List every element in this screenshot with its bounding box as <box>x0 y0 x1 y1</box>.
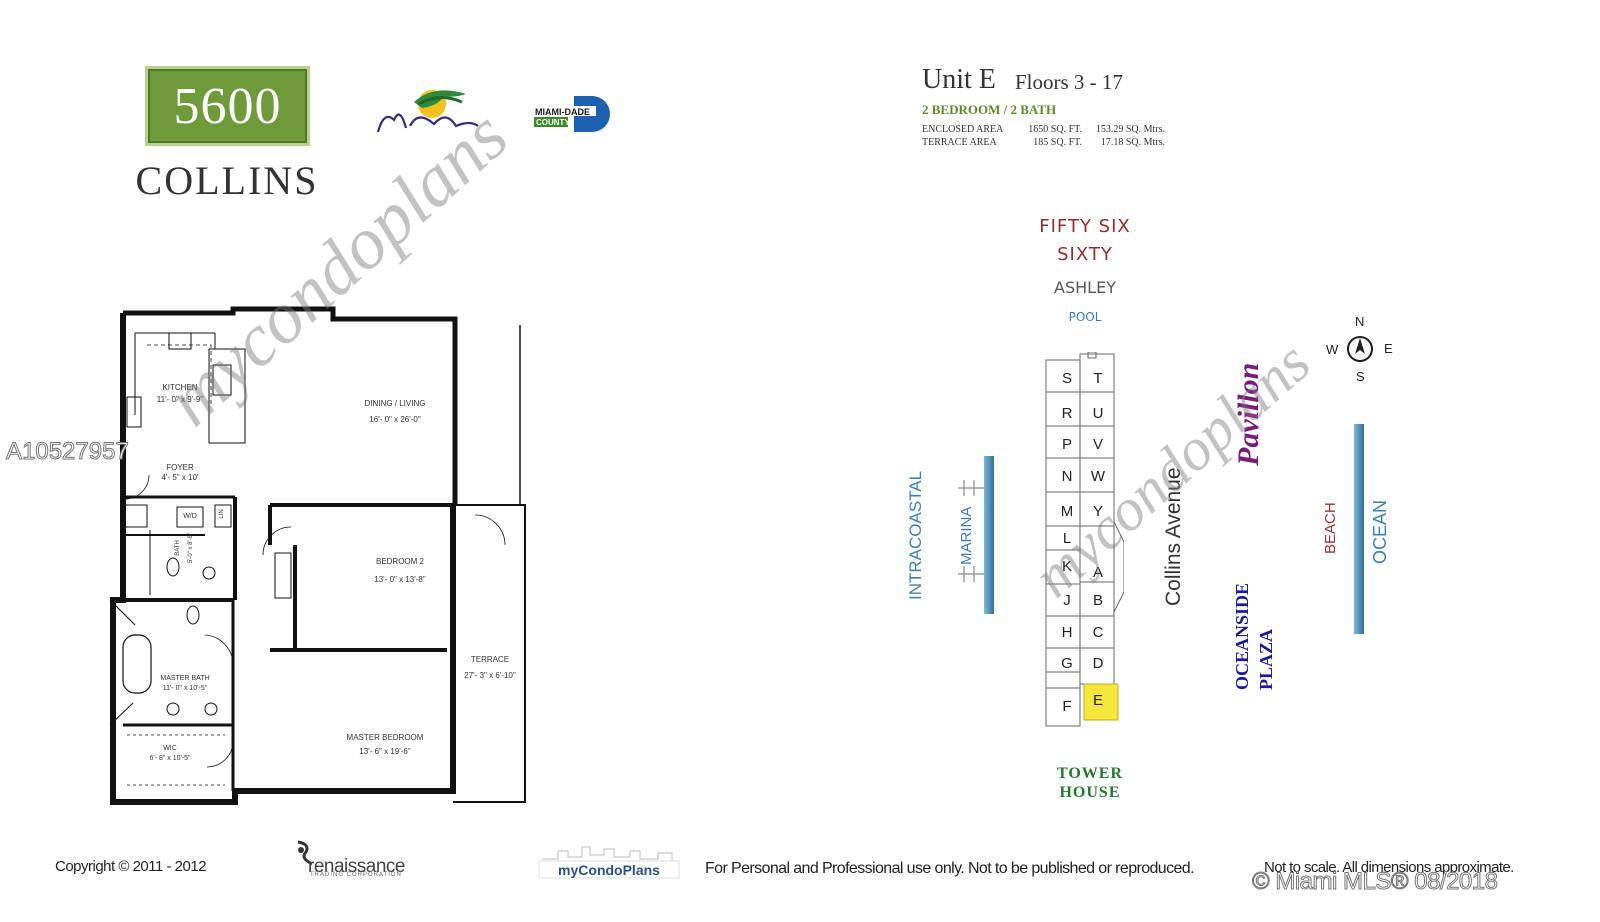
tower-unit-y: Y <box>1092 503 1103 520</box>
tower-site-plan <box>1044 352 1124 732</box>
kitchen-label: KITCHEN <box>162 383 198 392</box>
terrace-dim: 27'- 3" x 6'-10" <box>464 671 516 680</box>
tower-unit-j: J <box>1063 592 1071 609</box>
pavillon-label: Pavillon <box>1232 362 1265 466</box>
logo-number: 5600 <box>173 77 282 135</box>
tower-unit-a: A <box>1092 564 1103 581</box>
tower-unit-k: K <box>1061 558 1072 575</box>
miami-dade-top: MIAMI-DADE <box>535 107 590 117</box>
wic-dim: 6'- 8" x 10'-5" <box>149 755 191 762</box>
beach-label: BEACH <box>1322 502 1339 554</box>
tower-unit-e: E <box>1092 692 1103 709</box>
project-logo: 5600 <box>145 66 310 146</box>
tower-unit-w: W <box>1090 468 1106 485</box>
unit-floors: Floors 3 - 17 <box>1015 70 1123 94</box>
bedroom2-dim: 13'- 0" x 13'-8" <box>374 575 426 584</box>
miami-dade-bottom: COUNTY <box>536 118 570 127</box>
master-bath-dim: 11'- 0" x 10'-5" <box>162 685 208 692</box>
tower-outline <box>1045 352 1124 727</box>
tower-unit-s: S <box>1061 370 1072 387</box>
compass-e: E <box>1384 341 1393 356</box>
tower-unit-g: G <box>1061 655 1073 672</box>
renaissance-logo-icon <box>297 840 313 866</box>
compass-w: W <box>1326 342 1339 357</box>
compass-s: S <box>1356 369 1365 384</box>
listing-id-watermark: A10527957 <box>6 438 130 466</box>
tower-unit-b: B <box>1092 592 1103 609</box>
master-bedroom-dim: 13'- 6" x 19'-6" <box>359 747 411 756</box>
wic-label: WIC <box>163 745 177 752</box>
oceanside-label: OCEANSIDE <box>1232 582 1252 690</box>
dining-living-dim: 16'- 0" x 26'-0" <box>369 415 421 424</box>
lin-label: LIN <box>219 509 225 519</box>
tower-unit-l: L <box>1062 530 1072 547</box>
floor-plan: KITCHEN 11'- 0" x 9'-9" DINING / LIVING … <box>105 305 535 810</box>
collins-avenue-label: Collins Avenue <box>1162 467 1185 606</box>
compass-icon <box>1347 336 1373 362</box>
pool-label: POOL <box>1068 310 1102 324</box>
logo-name: COLLINS <box>135 158 319 203</box>
tower-unit-u: U <box>1092 405 1104 422</box>
wd-label: W/D <box>183 513 197 520</box>
tower-unit-c: C <box>1092 624 1104 641</box>
renaissance-subtitle: TRADING CORPORATION <box>310 872 402 878</box>
floor-plan-drawing <box>109 306 526 805</box>
kitchen-dim: 11'- 0" x 9'-9" <box>156 395 204 404</box>
compass-n: N <box>1355 314 1365 329</box>
miami-dade-logo: MIAMI-DADE COUNTY <box>534 96 610 132</box>
dining-living-label: DINING / LIVING <box>364 399 426 408</box>
terrace-area-label: TERRACE AREA <box>922 137 997 148</box>
tower-unit-m: M <box>1060 503 1074 520</box>
tower-house-line1: TOWER <box>1056 765 1124 782</box>
copyright-text: Copyright © 2011 - 2012 <box>55 858 207 875</box>
compass-rose: N S W E <box>1322 314 1398 386</box>
terrace-area-mtrs: 17.18 SQ. Mtrs. <box>1100 137 1165 148</box>
tower-unit-v: V <box>1092 436 1103 453</box>
tower-unit-f: F <box>1062 698 1072 715</box>
tower-unit-d: D <box>1092 655 1104 672</box>
mls-watermark: © Miami MLS® 08/2018 <box>1251 868 1498 896</box>
master-bedroom-label: MASTER BEDROOM <box>346 733 424 742</box>
marina-docks-icon <box>958 480 984 582</box>
marina-water <box>984 456 994 614</box>
mycondoplans-skyline-icon <box>538 846 680 879</box>
tower-unit-h: H <box>1061 624 1073 641</box>
plaza-label: PLAZA <box>1256 628 1276 690</box>
usage-note: For Personal and Professional use only. … <box>705 860 1195 877</box>
foyer-label: FOYER <box>166 463 194 472</box>
enclosed-area-label: ENCLOSED AREA <box>922 124 1004 135</box>
scale-note: Not to scale. All dimensions approximate… <box>1264 859 1514 876</box>
miami-beach-logo <box>376 90 479 133</box>
tower-unit-t: T <box>1093 370 1103 387</box>
unit-bedrooms: 2 BEDROOM / 2 BATH <box>922 102 1057 117</box>
tower-unit-r: R <box>1061 405 1073 422</box>
tower-unit-n: N <box>1061 468 1073 485</box>
intracoastal-label: INTRACOASTAL <box>906 470 925 600</box>
terrace-label: TERRACE <box>470 655 510 664</box>
building-sixty: SIXTY <box>1057 244 1113 265</box>
unit-title: Unit E <box>922 64 996 95</box>
mycondoplans-name: myCondoPlans <box>558 862 660 878</box>
tower-house-line2: HOUSE <box>1059 784 1121 801</box>
ocean-water <box>1354 424 1364 634</box>
enclosed-area-sqft: 1650 SQ. FT. <box>1028 124 1082 135</box>
bath-label: BATH <box>175 540 181 556</box>
terrace-area-sqft: 185 SQ. FT. <box>1033 137 1082 148</box>
tower-unit-p: P <box>1061 436 1072 453</box>
building-fifty-six: FIFTY SIX <box>1039 216 1131 237</box>
foyer-dim: 4'- 5" x 10' <box>161 473 199 482</box>
building-ashley: ASHLEY <box>1054 278 1116 297</box>
ocean-label: OCEAN <box>1370 499 1390 564</box>
enclosed-area-mtrs: 153.29 SQ. Mtrs. <box>1095 124 1165 135</box>
master-bath-label: MASTER BATH <box>160 675 210 682</box>
renaissance-name: renaissance <box>308 856 405 877</box>
bedroom2-label: BEDROOM 2 <box>375 557 424 566</box>
highlighted-unit-e <box>1083 683 1119 721</box>
marina-label: MARINA <box>958 506 975 565</box>
bath-dim: 5'-0" x 8'-8" <box>188 532 194 564</box>
